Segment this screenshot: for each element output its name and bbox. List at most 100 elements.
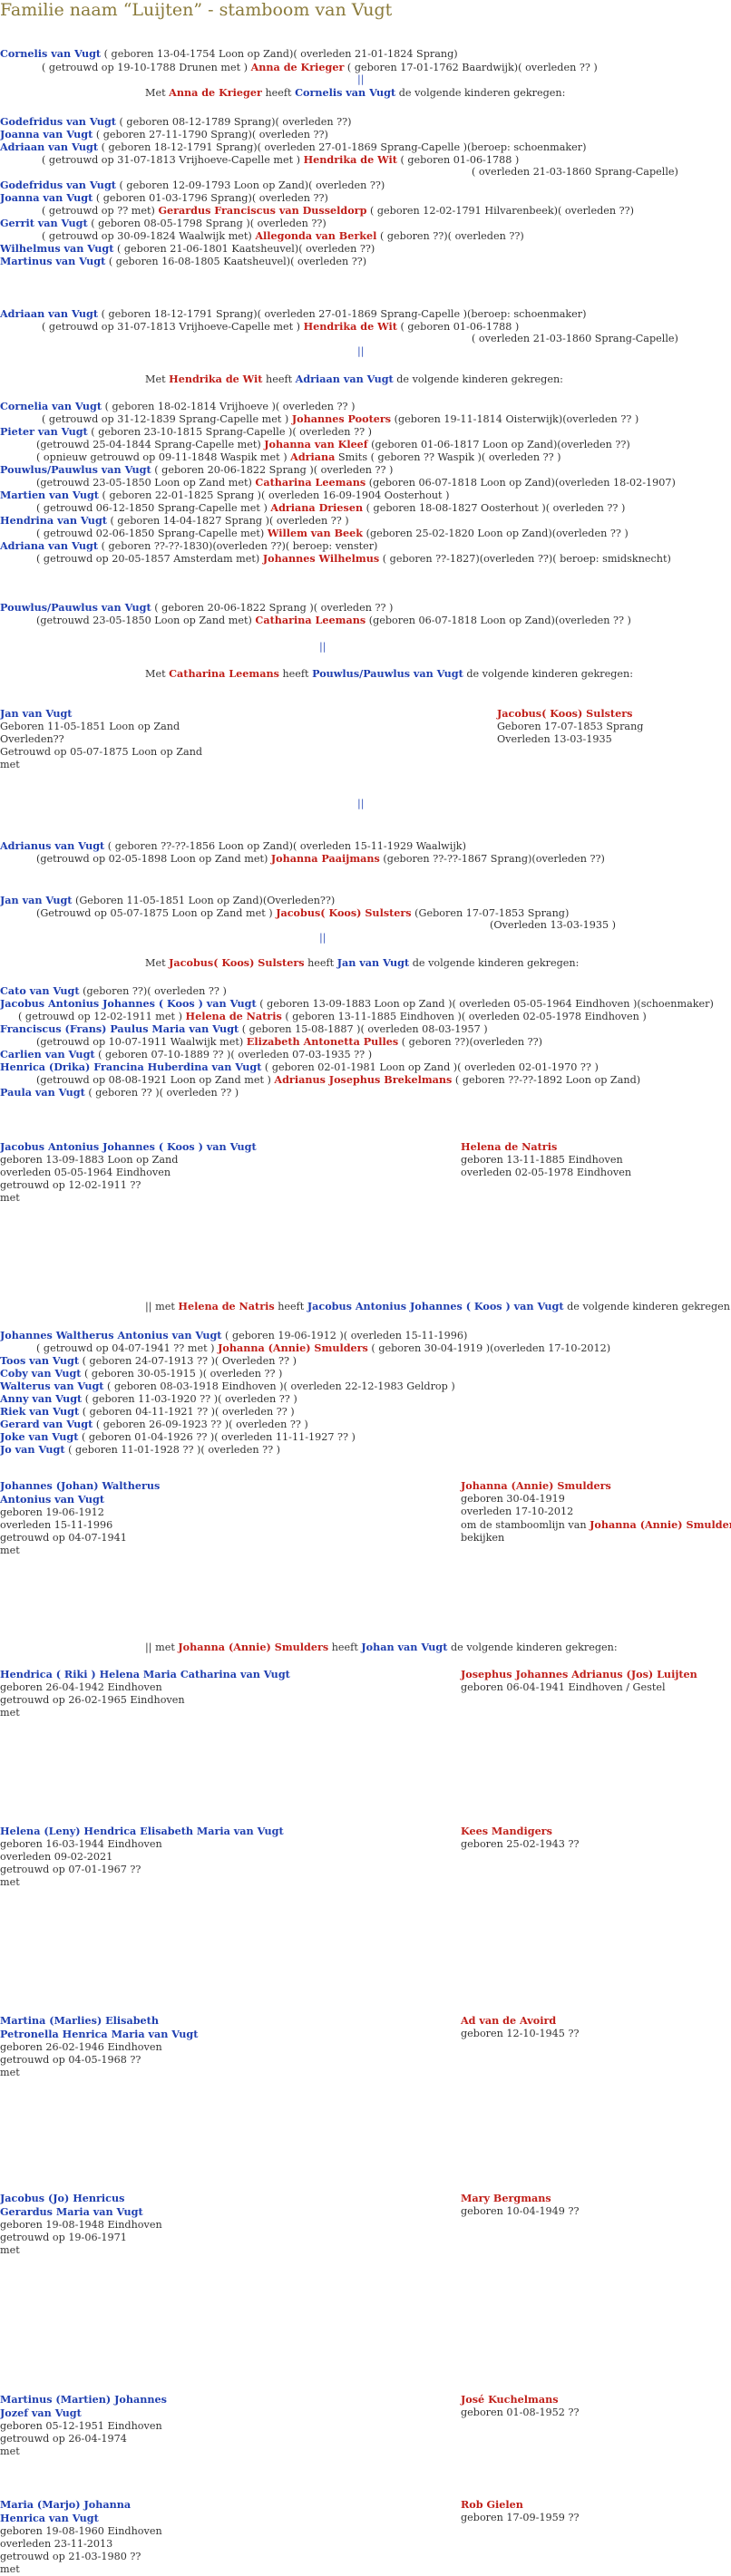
spouse-link[interactable]: Catharina Leemans [169, 667, 279, 680]
person-link[interactable]: Cornelis van Vugt [0, 47, 102, 60]
person-link[interactable]: Petronella Henrica Maria van Vugt [0, 2028, 199, 2040]
spouse-link[interactable]: Elizabeth Antonetta Pulles [246, 1035, 399, 1048]
person-link[interactable]: Cornelis van Vugt [295, 86, 396, 99]
record-text: ( getrouwd op 04-07-1941 ?? met ) [36, 1342, 219, 1354]
person-link[interactable]: Jacobus (Jo) Henricus [0, 2192, 125, 2204]
person-link[interactable]: Adriaan van Vugt [0, 140, 99, 153]
spouse-link[interactable]: Anna de Krieger [169, 86, 262, 99]
person-link[interactable]: Jozef van Vugt [0, 2407, 82, 2419]
person-link[interactable]: Pouwlus/Pauwlus van Vugt [312, 667, 463, 680]
spouse-link[interactable]: Josephus Johannes Adrianus (Jos) Luijten [461, 1668, 697, 1680]
spouse-link[interactable]: Willem van Beek [267, 527, 364, 539]
spouse-link[interactable]: Rob Gielen [461, 2498, 523, 2511]
person-link[interactable]: Martina (Marlies) Elisabeth [0, 2014, 159, 2027]
spouse-link[interactable]: Catharina Leemans [255, 614, 366, 626]
spouse-link[interactable]: Adriana Driesen [270, 501, 364, 514]
person-link[interactable]: Johan van Vugt [361, 1641, 448, 1653]
person-link[interactable]: Adriana van Vugt [0, 539, 99, 552]
record-text: (geboren 06-07-1818 Loon op Zand)(overle… [366, 477, 676, 489]
person-link[interactable]: Antonius van Vugt [0, 1493, 105, 1506]
spouse-link[interactable]: Jacobus( Koos) Sulsters [497, 707, 633, 720]
spouse-link[interactable]: Hendrika de Wit [169, 373, 263, 385]
spouse-link[interactable]: Johanna (Annie) Smulders [178, 1641, 329, 1653]
spouse-link[interactable]: Johannes Wilhelmus [262, 552, 380, 565]
person-link[interactable]: Toos van Vugt [0, 1354, 80, 1367]
person-link[interactable]: Jan van Vugt [336, 956, 410, 969]
spouse-link[interactable]: Hendrika de Wit [303, 320, 397, 333]
person-link[interactable]: Martinus van Vugt [0, 255, 106, 267]
person-link[interactable]: Anny van Vugt [0, 1392, 83, 1405]
spouse-link[interactable]: Johanna van Kleef [264, 438, 368, 450]
person-link[interactable]: Hendrina van Vugt [0, 514, 107, 527]
person-link[interactable]: Wilhelmus van Vugt [0, 242, 114, 255]
person-link[interactable]: Coby van Vugt [0, 1367, 82, 1380]
spouse-link[interactable]: Kees Mandigers [461, 1825, 552, 1837]
spouse-link[interactable]: Hendrika de Wit [303, 153, 397, 166]
person-link[interactable]: Joanna van Vugt [0, 191, 93, 204]
person-link[interactable]: Joanna van Vugt [0, 128, 93, 140]
person-link[interactable]: Adriaan van Vugt [295, 373, 394, 385]
person-link[interactable]: Johannes (Johan) Waltherus [0, 1479, 161, 1492]
person-link[interactable]: Godefridus van Vugt [0, 179, 116, 191]
card-line: met [0, 2244, 162, 2257]
spouse-link[interactable]: Johanna (Annie) Smulders [218, 1341, 368, 1354]
spouse-link[interactable]: Helena de Natris [461, 1140, 558, 1153]
card-line: getrouwd op 12-02-1911 ?? [0, 1179, 257, 1192]
record-text: heeft [278, 668, 313, 680]
spouse-link[interactable]: Ad van de Avoird [461, 2014, 557, 2027]
record-line: Cornelis van Vugt ( geboren 13-04-1754 L… [0, 47, 458, 61]
spouse-link[interactable]: Adrianus Josephus Brekelmans [274, 1073, 453, 1086]
person-link[interactable]: Cornelia van Vugt [0, 400, 102, 412]
spouse-link[interactable]: Johannes Pooters [291, 412, 392, 425]
person-link[interactable]: Pieter van Vugt [0, 425, 88, 438]
person-link[interactable]: Martinus (Martien) Johannes [0, 2393, 167, 2406]
spouse-link[interactable]: Jacobus( Koos) Sulsters [276, 906, 412, 919]
person-link[interactable]: Adriaan van Vugt [0, 307, 99, 320]
spouse-link[interactable]: Johanna Paaijmans [270, 852, 380, 865]
spouse-link[interactable]: Mary Bergmans [461, 2192, 551, 2204]
spouse-link[interactable]: Johanna (Annie) Smulders [590, 1518, 731, 1531]
person-link[interactable]: Jacobus Antonius Johannes ( Koos ) van V… [307, 1300, 564, 1312]
spouse-link[interactable]: Adriana [290, 450, 336, 463]
person-link[interactable]: Hendrica ( Riki ) Helena Maria Catharina… [0, 1668, 290, 1680]
record-line: Pieter van Vugt ( geboren 23-10-1815 Spr… [0, 425, 372, 439]
spouse-link[interactable]: Johanna (Annie) Smulders [461, 1479, 611, 1492]
person-link[interactable]: Martien van Vugt [0, 489, 99, 501]
person-link[interactable]: Henrica van Vugt [0, 2512, 99, 2524]
spouse-link[interactable]: Helena de Natris [185, 1010, 282, 1022]
person-link[interactable]: Johannes Waltherus Antonius van Vugt [0, 1329, 222, 1341]
person-link[interactable]: Pouwlus/Pauwlus van Vugt [0, 601, 151, 614]
spouse-link[interactable]: José Kuchelmans [461, 2393, 559, 2406]
spouse-link[interactable]: Helena de Natris [178, 1300, 275, 1312]
card-line: Henrica van Vugt [0, 2512, 162, 2525]
person-link[interactable]: Pouwlus/Pauwlus van Vugt [0, 463, 151, 476]
person-link[interactable]: Joke van Vugt [0, 1430, 79, 1443]
person-link[interactable]: Jacobus Antonius Johannes ( Koos ) van V… [0, 1140, 257, 1153]
person-link[interactable]: Gerrit van Vugt [0, 217, 88, 229]
spouse-link[interactable]: Allegonda van Berkel [255, 229, 377, 242]
person-link[interactable]: Jacobus Antonius Johannes ( Koos ) van V… [0, 997, 257, 1010]
card-line: Overleden 13-03-1935 [497, 733, 643, 746]
person-link[interactable]: Godefridus van Vugt [0, 115, 116, 128]
person-link[interactable]: Gerardus Maria van Vugt [0, 2205, 143, 2218]
person-link[interactable]: Franciscus (Frans) Paulus Maria van Vugt [0, 1022, 239, 1035]
person-link[interactable]: Walterus van Vugt [0, 1380, 104, 1392]
person-link[interactable]: Adrianus van Vugt [0, 839, 105, 852]
person-link[interactable]: Maria (Marjo) Johanna [0, 2498, 132, 2511]
person-link[interactable]: Jan van Vugt [0, 894, 73, 906]
person-link[interactable]: Henrica (Drika) Francina Huberdina van V… [0, 1060, 262, 1073]
person-link[interactable]: Paula van Vugt [0, 1086, 85, 1099]
person-link[interactable]: Helena (Leny) Hendrica Elisabeth Maria v… [0, 1825, 284, 1837]
person-link[interactable]: Cato van Vugt [0, 984, 80, 997]
person-link[interactable]: Riek van Vugt [0, 1405, 80, 1418]
spouse-link[interactable]: Gerardus Franciscus van Dusseldorp [158, 204, 367, 217]
person-link[interactable]: Jan van Vugt [0, 707, 73, 720]
person-link[interactable]: Carlien van Vugt [0, 1048, 95, 1060]
card-line: geboren 19-08-1948 Eindhoven [0, 2219, 162, 2232]
person-link[interactable]: Gerard van Vugt [0, 1418, 93, 1430]
spouse-link[interactable]: Jacobus( Koos) Sulsters [169, 956, 305, 969]
person-link[interactable]: Jo van Vugt [0, 1443, 65, 1456]
record-text: ( geboren 13-04-1754 Loon op Zand)( over… [101, 48, 458, 60]
spouse-link[interactable]: Anna de Krieger [250, 61, 345, 73]
spouse-link[interactable]: Catharina Leemans [255, 476, 366, 489]
